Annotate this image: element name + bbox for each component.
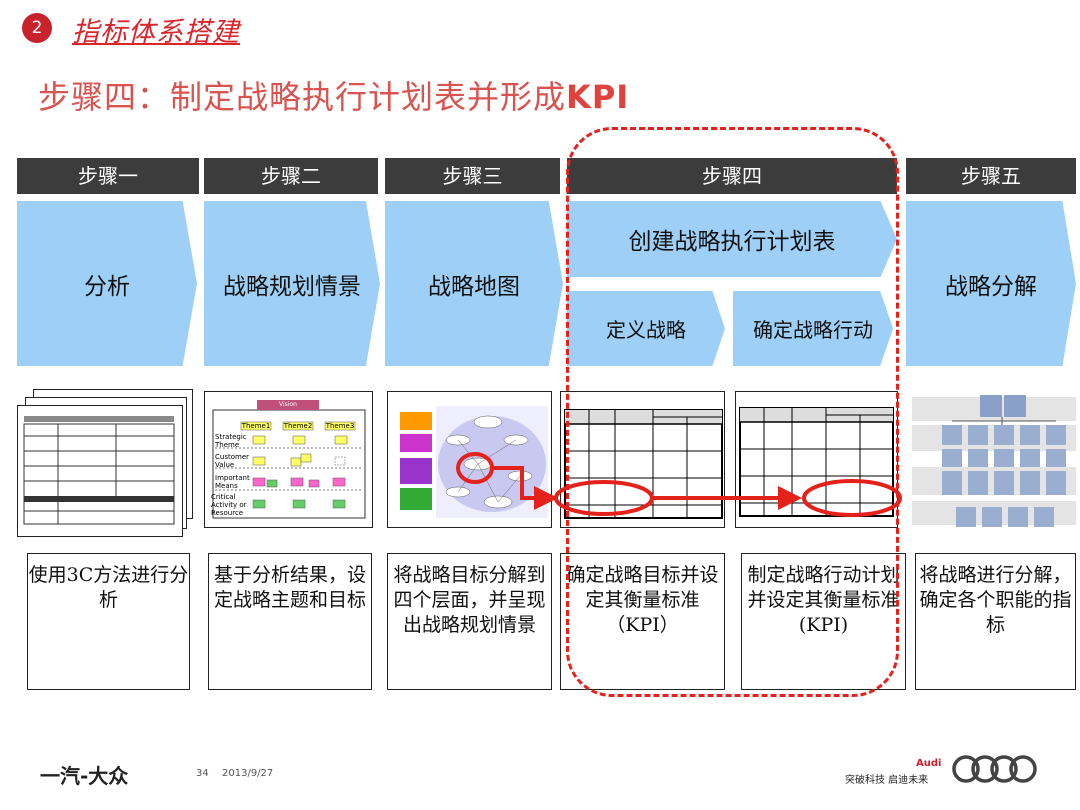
step-5-description: 将战略进行分解，确定各个职能的指标 <box>915 553 1076 690</box>
step-4-highlight-frame <box>566 127 899 697</box>
brand-name: Audi <box>916 758 941 769</box>
company-logo: 一汽-大众 <box>40 760 128 789</box>
brand-slogan: 突破科技 启迪未来 <box>845 771 928 786</box>
slide-date: 2013/9/27 <box>222 768 273 779</box>
arrow-map-to-table <box>492 468 546 498</box>
page-number: 34 <box>196 768 209 779</box>
four-rings-logo-icon <box>950 753 1040 785</box>
step-2-description: 基于分析结果，设定战略主题和目标 <box>208 553 372 690</box>
highlight-circle-map <box>458 454 492 482</box>
step-3-description: 将战略目标分解到四个层面，并呈现出战略规划情景 <box>387 553 552 690</box>
step-1-description: 使用3C方法进行分析 <box>27 553 190 690</box>
